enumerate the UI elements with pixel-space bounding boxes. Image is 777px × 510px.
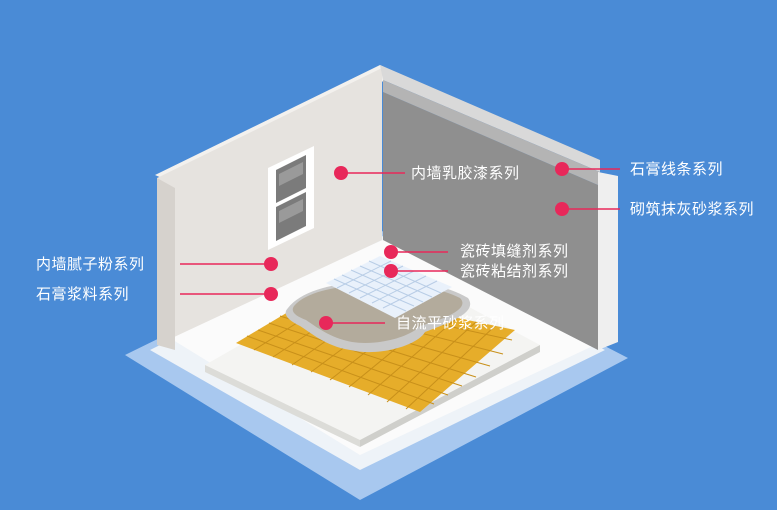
label-gypsum-slurry: 石膏浆料系列: [36, 285, 130, 303]
right-wall-lip: [383, 80, 600, 185]
right-wall-top: [380, 65, 600, 172]
marker-masonry-plaster: [555, 202, 569, 216]
window: [268, 146, 314, 250]
leader-lines: [180, 168, 620, 324]
label-masonry-plaster-mortar: 砌筑抹灰砂浆系列: [630, 200, 755, 218]
markers: [264, 162, 569, 330]
left-wall-edge: [157, 178, 175, 350]
marker-interior-putty: [264, 257, 278, 271]
marker-gypsum-slurry: [264, 287, 278, 301]
marker-interior-latex-paint: [334, 166, 348, 180]
label-self-leveling-mortar: 自流平砂浆系列: [396, 314, 505, 332]
label-interior-putty: 内墙腻子粉系列: [36, 255, 145, 273]
marker-self-leveling: [319, 316, 333, 330]
floor-slab-edge-right: [360, 345, 540, 447]
floor-slab-edge: [205, 365, 360, 447]
marker-tile-grout: [384, 245, 398, 259]
label-interior-latex-paint: 内墙乳胶漆系列: [411, 164, 520, 182]
right-wall: [383, 92, 598, 350]
label-tile-grout: 瓷砖填缝剂系列: [460, 242, 569, 260]
right-wall-side: [598, 172, 618, 350]
label-tile-adhesive: 瓷砖粘结剂系列: [460, 262, 569, 280]
marker-tile-adhesive: [384, 264, 398, 278]
marker-gypsum-molding: [555, 162, 569, 176]
label-gypsum-molding: 石膏线条系列: [630, 160, 724, 178]
